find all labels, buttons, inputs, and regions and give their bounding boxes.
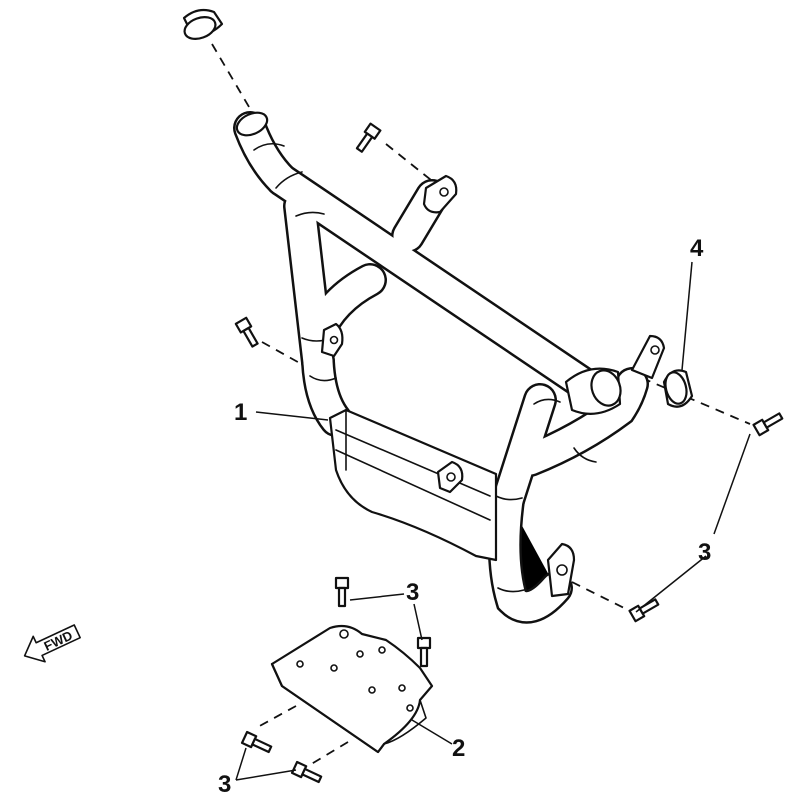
bolt-plate-top: [334, 576, 350, 608]
bolt-plate-bottom: [290, 760, 323, 784]
bolt-plate-bottom-left: [240, 730, 273, 754]
bolt-right-lower: [628, 598, 660, 623]
callouts: 1 2 3 3 3 4: [218, 235, 711, 798]
bolt-upper: [355, 122, 382, 153]
bolt-right-upper: [752, 412, 784, 437]
callout-2: 2: [452, 735, 465, 762]
leader-lines: [235, 261, 751, 781]
bolt-plate-right: [416, 636, 432, 668]
skid-plate: [270, 624, 434, 754]
callout-3-right: 3: [698, 539, 711, 566]
end-cap: [662, 369, 694, 408]
end-cap-top: [182, 8, 224, 40]
bolt-left: [234, 316, 259, 348]
bolt-icons: [234, 122, 784, 784]
callout-3-plate-top: 3: [406, 579, 419, 606]
fwd-label: FWD: [42, 628, 75, 654]
callout-4: 4: [690, 235, 704, 262]
callout-3-plate-bottom: 3: [218, 771, 231, 798]
bumper-frame: [233, 108, 666, 607]
fwd-arrow-icon: FWD: [23, 624, 81, 663]
callout-1: 1: [234, 399, 247, 426]
